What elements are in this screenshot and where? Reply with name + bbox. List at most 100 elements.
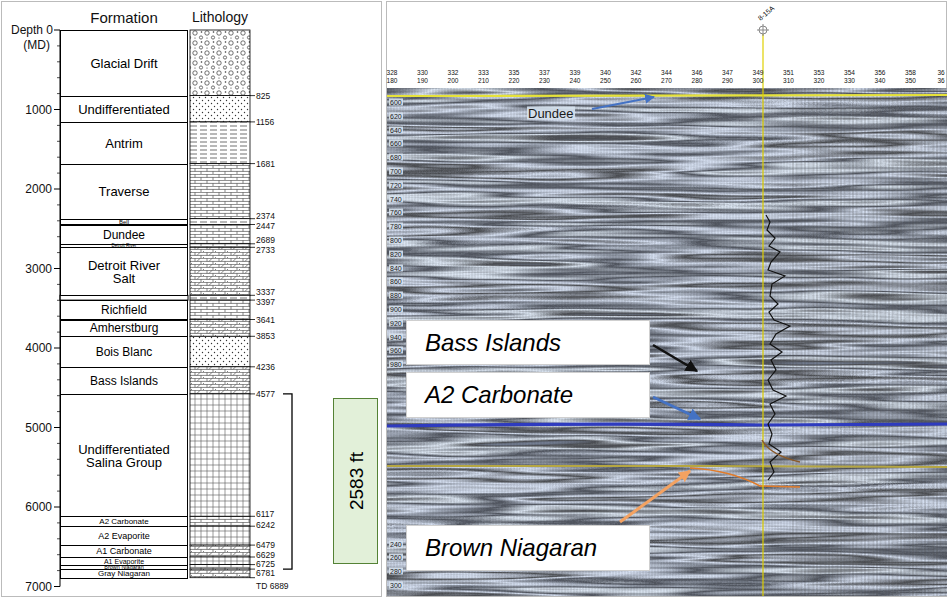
- cdp-number: 210: [478, 78, 489, 85]
- thickness-label: 2583 ft: [346, 452, 365, 510]
- seismic-traces: [790, 88, 947, 596]
- trace-number: 346: [692, 70, 703, 77]
- top-depth: 6479: [256, 541, 275, 550]
- top-depth: 2447: [256, 222, 275, 231]
- trace-number: 347: [722, 70, 733, 77]
- formation-name: Richfield: [101, 304, 147, 316]
- time-tick: 980: [389, 361, 403, 368]
- top-depth: 6629: [256, 551, 275, 560]
- depth-tick: 2000: [25, 183, 52, 195]
- formation-name: A1 Carbonate: [96, 547, 152, 556]
- trace-number: 335: [509, 70, 520, 77]
- trace-number: 333: [478, 70, 489, 77]
- cdp-number: 310: [783, 78, 794, 85]
- time-tick: 620: [389, 112, 403, 119]
- leader-arrow: [620, 471, 690, 522]
- top-depth: 3397: [256, 298, 275, 307]
- trace-number: 358: [905, 70, 916, 77]
- time-tick: 700: [389, 168, 403, 175]
- seismic-traces: [387, 88, 947, 596]
- well-log: [766, 215, 790, 480]
- interval-bracket: [283, 394, 292, 569]
- cdp-number: 36: [937, 78, 944, 85]
- leader-arrow: [653, 397, 700, 419]
- top-depth: 1156: [256, 118, 274, 127]
- formation-name: Glacial Drift: [90, 57, 157, 70]
- well-symbol: [757, 24, 769, 36]
- time-tick: 940: [389, 333, 403, 340]
- depth-tick: 6000: [25, 501, 52, 513]
- callout-box: A2 Carbonate: [406, 372, 650, 418]
- a2-carbonate-horizon: [387, 424, 947, 426]
- time-tick: 240: [389, 540, 403, 547]
- top-depth: 2733: [256, 246, 275, 255]
- cdp-number: 260: [631, 78, 642, 85]
- formation-box: Undifferentiated: [60, 96, 188, 123]
- top-depth: 3641: [256, 316, 275, 325]
- time-tick: 860: [389, 278, 403, 285]
- formation-name: Bass Islands: [90, 375, 158, 387]
- trace-number: 342: [631, 70, 642, 77]
- cdp-number: 340: [875, 78, 886, 85]
- trace-number: 328: [387, 70, 398, 77]
- depth-tick: 3000: [25, 263, 52, 275]
- cdp-number: 220: [509, 78, 520, 85]
- cdp-number: 270: [661, 78, 672, 85]
- trace-number: 353: [814, 70, 825, 77]
- cdp-number: 250: [600, 78, 611, 85]
- formation-name: A2 Evaporite: [98, 532, 150, 541]
- brown-niagaran-horizon: [387, 466, 947, 467]
- callout-box: Bass Islands: [406, 320, 650, 365]
- time-tick: 720: [389, 181, 403, 188]
- formation-name: Dundee: [103, 229, 145, 241]
- time-tick: 800: [389, 237, 403, 244]
- horizon-callout: Brown Niagaran: [425, 536, 597, 560]
- top-depth: 2689: [256, 236, 275, 245]
- time-tick: 840: [389, 264, 403, 271]
- dundee-horizon: [387, 95, 947, 96]
- horizon-label: Dundee: [527, 107, 575, 120]
- trace-number: 330: [417, 70, 428, 77]
- top-depth: 3853: [256, 332, 275, 341]
- cdp-number: 300: [753, 78, 764, 85]
- trace-number: 36: [937, 70, 944, 77]
- formation-box: Bois Blanc: [60, 336, 188, 368]
- time-tick: 600: [389, 99, 403, 106]
- formation-box: Dundee: [60, 225, 188, 245]
- depth-tick: 1000: [25, 104, 52, 116]
- top-depth: 6117: [256, 510, 274, 519]
- formation-box: Antrim: [60, 122, 188, 165]
- depth-tick: 5000: [25, 422, 52, 434]
- trace-number: 339: [570, 70, 581, 77]
- time-tick: 680: [389, 154, 403, 161]
- cdp-number: 290: [722, 78, 733, 85]
- formation-box: Glacial Drift: [60, 30, 188, 97]
- formation-name: Traverse: [99, 185, 150, 198]
- formation-box: Richfield: [60, 300, 188, 320]
- time-tick: 300: [389, 582, 403, 589]
- trace-number: 332: [448, 70, 459, 77]
- time-tick: 780: [389, 223, 403, 230]
- cdp-number: 230: [539, 78, 550, 85]
- axis-unit: (MD): [23, 39, 50, 51]
- callout-box: Brown Niagaran: [406, 525, 650, 571]
- top-depth: 1681: [256, 160, 275, 169]
- time-tick: 900: [389, 306, 403, 313]
- time-tick: 880: [389, 292, 403, 299]
- horizon-callout: A2 Carbonate: [425, 383, 573, 407]
- reef-horizon: [690, 468, 800, 487]
- time-tick: 820: [389, 250, 403, 257]
- formation-box: Traverse: [60, 164, 188, 220]
- formation-box: Bass Islands: [60, 367, 188, 395]
- cdp-number: 320: [814, 78, 825, 85]
- top-depth: 4236: [256, 363, 275, 372]
- cdp-number: 240: [570, 78, 581, 85]
- formation-name: A2 Carbonate: [99, 518, 148, 526]
- top-depth: 6242: [256, 521, 275, 530]
- column-header: Formation: [90, 10, 158, 25]
- trace-number: 344: [661, 70, 672, 77]
- leader-arrow: [592, 97, 654, 109]
- top-depth: 6725: [256, 560, 275, 569]
- trace-number: 349: [753, 70, 764, 77]
